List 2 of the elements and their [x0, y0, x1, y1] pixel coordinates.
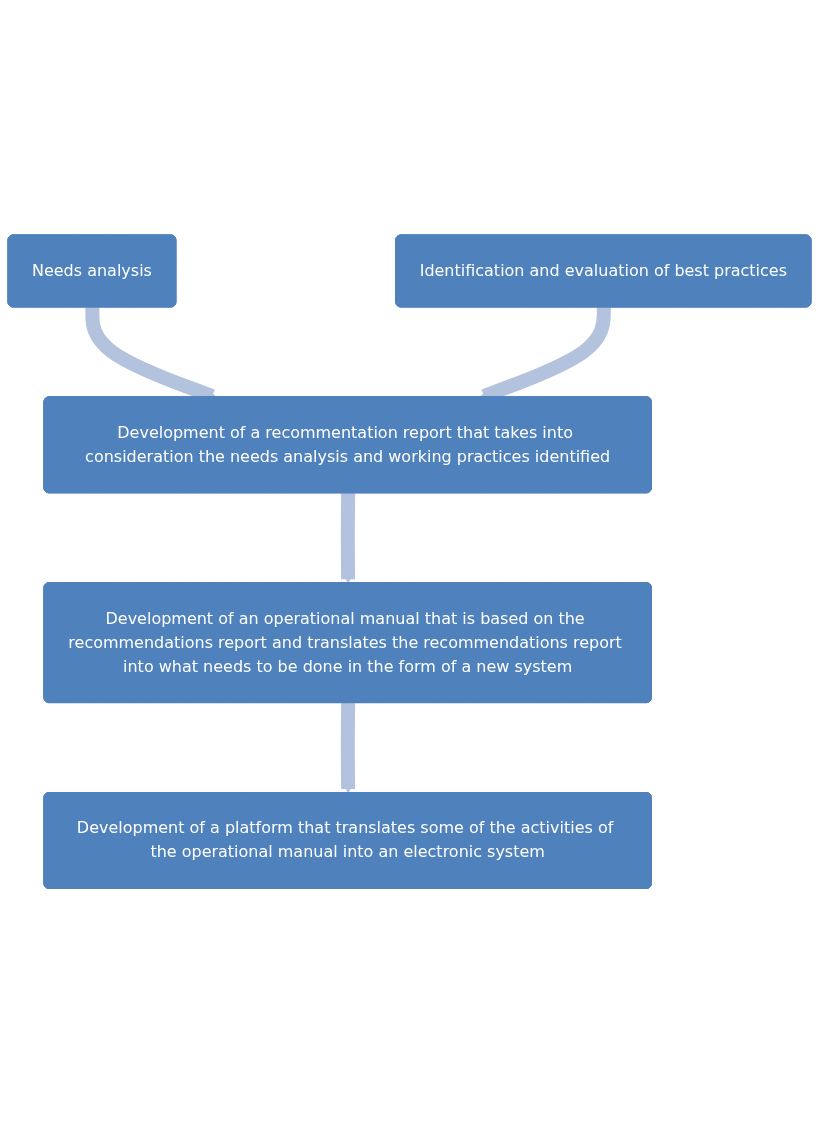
- arrow: [340, 493, 356, 584]
- arrow: [340, 703, 356, 794]
